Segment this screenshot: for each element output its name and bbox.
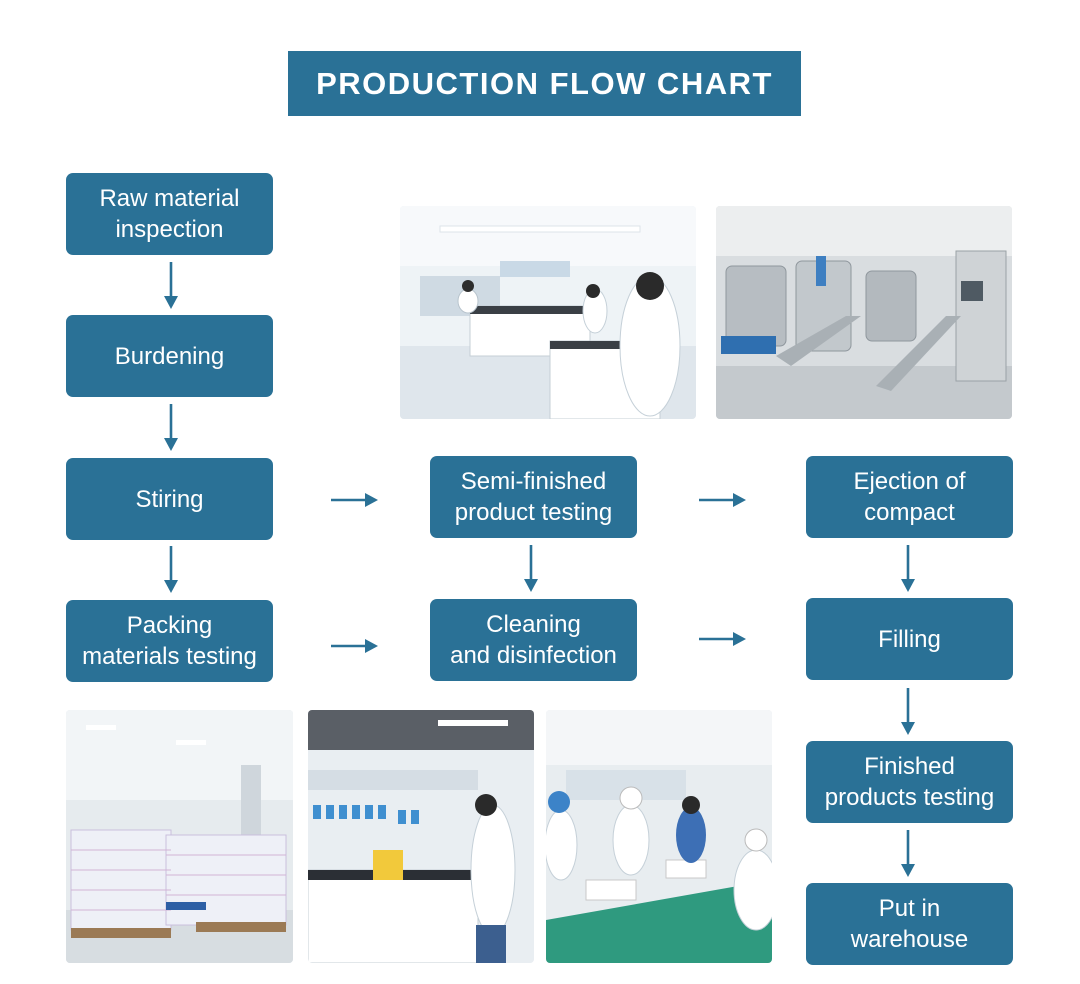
step-label: Semi-finished product testing bbox=[455, 466, 612, 528]
step-label: Cleaning and disinfection bbox=[450, 609, 617, 671]
arrow-down-icon bbox=[163, 262, 179, 310]
testing-lab-photo bbox=[308, 710, 534, 963]
page-title: PRODUCTION FLOW CHART bbox=[288, 51, 801, 116]
step-burdening: Burdening bbox=[66, 315, 273, 397]
step-finished-products-testing: Finished products testing bbox=[806, 741, 1013, 823]
arrow-down-icon bbox=[163, 404, 179, 452]
step-raw-material-inspection: Raw material inspection bbox=[66, 173, 273, 255]
packing-line-photo bbox=[546, 710, 772, 963]
step-label: Stiring bbox=[135, 484, 203, 515]
arrow-down-icon bbox=[900, 688, 916, 736]
arrow-down-icon bbox=[523, 545, 539, 593]
step-ejection-of-compact: Ejection of compact bbox=[806, 456, 1013, 538]
arrow-right-icon bbox=[699, 492, 747, 508]
step-cleaning-and-disinfection: Cleaning and disinfection bbox=[430, 599, 637, 681]
arrow-down-icon bbox=[900, 830, 916, 878]
arrow-right-icon bbox=[331, 492, 379, 508]
step-put-in-warehouse: Put in warehouse bbox=[806, 883, 1013, 965]
step-packing-materials-testing: Packing materials testing bbox=[66, 600, 273, 682]
step-label: Packing materials testing bbox=[82, 610, 257, 672]
arrow-right-icon bbox=[699, 631, 747, 647]
arrow-down-icon bbox=[900, 545, 916, 593]
step-label: Ejection of compact bbox=[853, 466, 965, 528]
arrow-down-icon bbox=[163, 546, 179, 594]
warehouse-photo bbox=[66, 710, 293, 963]
step-label: Finished products testing bbox=[825, 751, 994, 813]
step-stiring: Stiring bbox=[66, 458, 273, 540]
step-label: Burdening bbox=[115, 341, 224, 372]
lab-photo bbox=[400, 206, 696, 419]
step-filling: Filling bbox=[806, 598, 1013, 680]
mixing-photo bbox=[716, 206, 1012, 419]
step-label: Put in warehouse bbox=[851, 893, 968, 955]
step-semi-finished-product-testing: Semi-finished product testing bbox=[430, 456, 637, 538]
step-label: Raw material inspection bbox=[99, 183, 239, 245]
step-label: Filling bbox=[878, 624, 941, 655]
arrow-right-icon bbox=[331, 638, 379, 654]
